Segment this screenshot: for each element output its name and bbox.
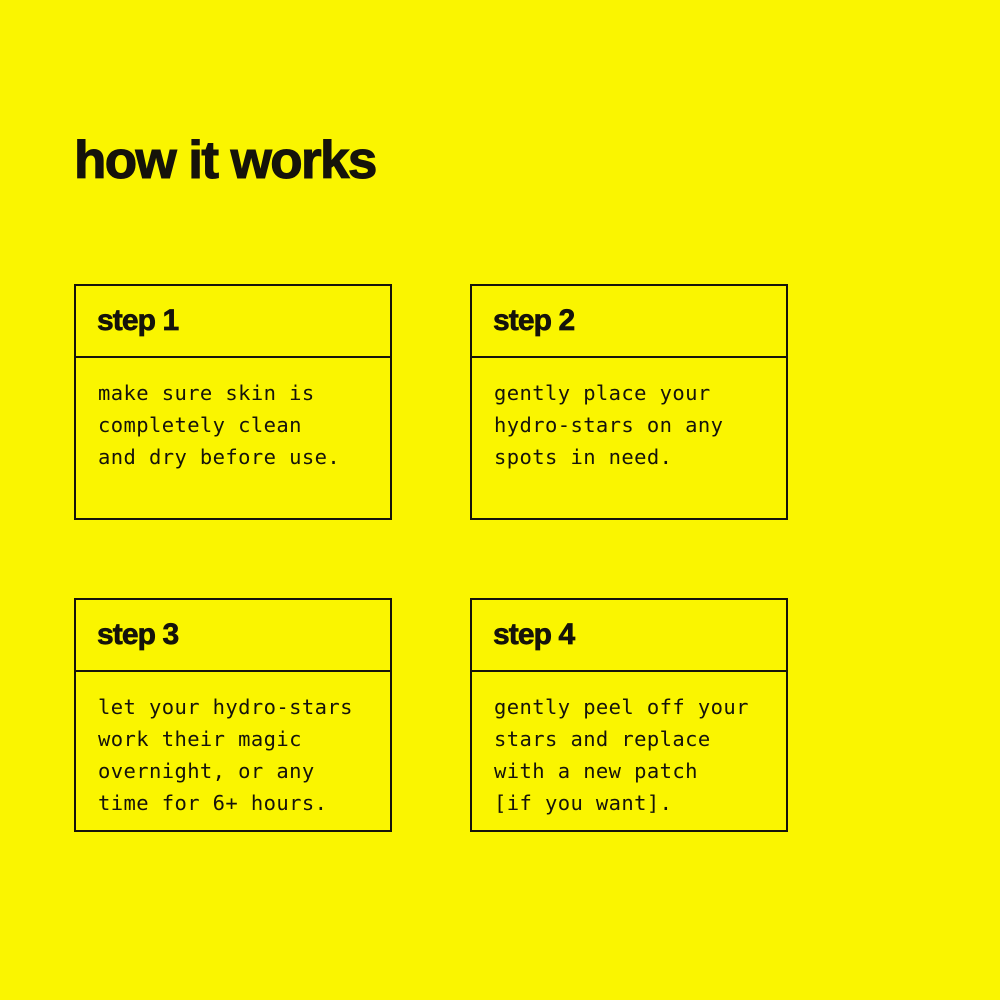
step-card-header-3: step 3 — [76, 600, 390, 672]
step-card-3: step 3 let your hydro-stars work their m… — [74, 598, 392, 832]
step-card-text-2: gently place your hydro-stars on any spo… — [494, 381, 724, 469]
step-card-body-4: gently peel off your stars and replace w… — [472, 672, 786, 830]
step-card-body-2: gently place your hydro-stars on any spo… — [472, 358, 786, 518]
step-card-text-1: make sure skin is completely clean and d… — [98, 381, 341, 469]
step-card-title-4: step 4 — [493, 618, 576, 651]
step-card-body-3: let your hydro-stars work their magic ov… — [76, 672, 390, 830]
step-card-text-3: let your hydro-stars work their magic ov… — [98, 695, 353, 815]
step-card-header-1: step 1 — [76, 286, 390, 358]
step-card-2: step 2 gently place your hydro-stars on … — [470, 284, 788, 520]
step-card-header-2: step 2 — [472, 286, 786, 358]
step-card-title-1: step 1 — [97, 304, 180, 337]
step-card-title-2: step 2 — [493, 304, 576, 337]
step-card-body-1: make sure skin is completely clean and d… — [76, 358, 390, 518]
step-card-text-4: gently peel off your stars and replace w… — [494, 695, 749, 815]
step-card-1: step 1 make sure skin is completely clea… — [74, 284, 392, 520]
step-card-4: step 4 gently peel off your stars and re… — [470, 598, 788, 832]
steps-grid: step 1 make sure skin is completely clea… — [74, 284, 788, 832]
step-card-title-3: step 3 — [97, 618, 180, 651]
page-title: how it works — [73, 130, 377, 190]
step-card-header-4: step 4 — [472, 600, 786, 672]
